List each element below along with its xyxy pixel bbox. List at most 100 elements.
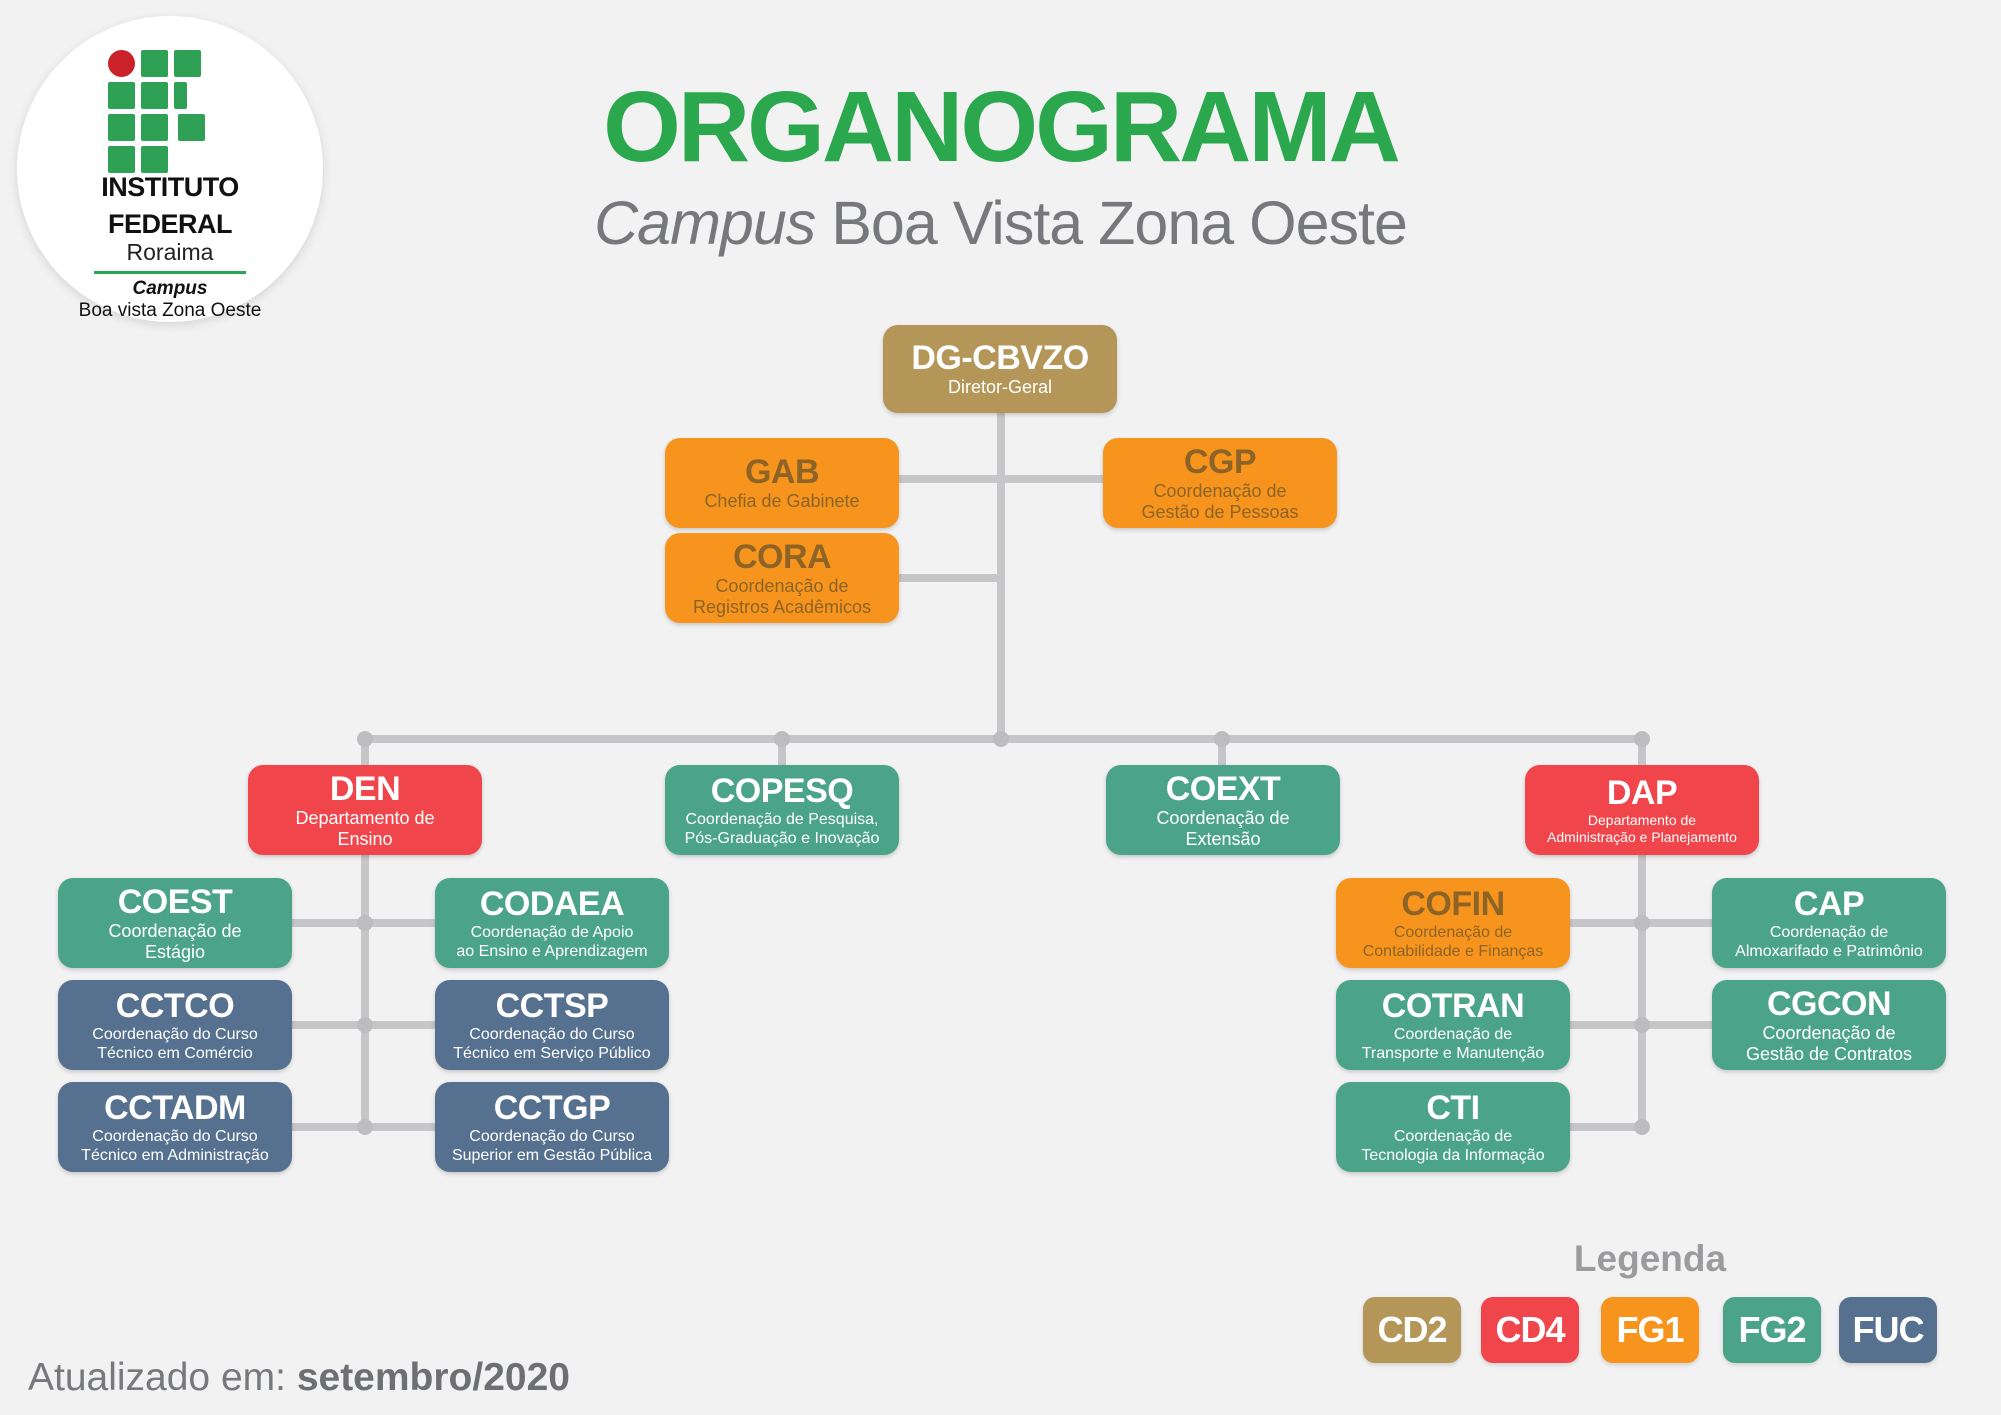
node-copesq: COPESQ Coordenação de Pesquisa, Pós-Grad… bbox=[665, 765, 899, 855]
node-code: CTI bbox=[1426, 1088, 1480, 1127]
legend-chip-fg2: FG2 bbox=[1723, 1297, 1821, 1363]
node-title: Coordenação de Almoxarifado e Patrimônio bbox=[1735, 923, 1923, 960]
updated-at-value: setembro/2020 bbox=[296, 1356, 570, 1399]
junction-dot bbox=[774, 731, 790, 747]
node-code: DEN bbox=[329, 769, 401, 808]
node-title: Coordenação de Estágio bbox=[108, 920, 242, 962]
junction-dot bbox=[1634, 1119, 1650, 1135]
node-cgcon: CGCON Coordenação de Gestão de Contratos bbox=[1712, 980, 1946, 1070]
node-den: DEN Departamento de Ensino bbox=[248, 765, 482, 855]
legend-chip-cd2: CD2 bbox=[1363, 1297, 1461, 1363]
node-title: Coordenação do Curso Técnico em Serviço … bbox=[453, 1025, 651, 1062]
connector-drop-den bbox=[361, 739, 369, 765]
node-title: Coordenação de Registros Acadêmicos bbox=[692, 575, 872, 617]
node-cofin: COFIN Coordenação de Contabilidade e Fin… bbox=[1336, 878, 1570, 968]
junction-dot bbox=[357, 1017, 373, 1033]
node-code: CCTSP bbox=[495, 986, 609, 1025]
junction-dot bbox=[357, 731, 373, 747]
node-code: CODAEA bbox=[479, 884, 625, 923]
page-title: ORGANOGRAMA bbox=[603, 71, 1401, 183]
node-code: CCTGP bbox=[493, 1088, 611, 1127]
node-title: Departamento de Ensino bbox=[295, 807, 435, 849]
node-code: CCTCO bbox=[115, 986, 235, 1025]
node-code: DG-CBVZO bbox=[911, 339, 1089, 377]
node-title: Diretor-Geral bbox=[947, 377, 1053, 397]
junction-dot bbox=[357, 1119, 373, 1135]
node-code: DAP bbox=[1606, 773, 1678, 812]
connector-dap-row3 bbox=[1570, 1123, 1646, 1131]
node-cctadm: CCTADM Coordenação do Curso Técnico em A… bbox=[58, 1082, 292, 1172]
node-code: GAB bbox=[744, 453, 820, 491]
node-code: COTRAN bbox=[1381, 986, 1525, 1025]
node-code: CGP bbox=[1183, 442, 1257, 481]
node-code: CAP bbox=[1793, 884, 1865, 923]
subtitle-rest: Boa Vista Zona Oeste bbox=[815, 189, 1408, 257]
node-cotran: COTRAN Coordenação de Transporte e Manut… bbox=[1336, 980, 1570, 1070]
node-title: Coordenação do Curso Técnico em Comércio bbox=[92, 1025, 258, 1062]
legend-title: Legenda bbox=[1573, 1238, 1727, 1279]
legend-chip-fuc: FUC bbox=[1839, 1297, 1937, 1363]
connector-den-branch bbox=[361, 855, 369, 1127]
node-code: CGCON bbox=[1766, 984, 1892, 1023]
junction-dot bbox=[1634, 1017, 1650, 1033]
junction-dot bbox=[1214, 731, 1230, 747]
node-cgp: CGP Coordenação de Gestão de Pessoas bbox=[1103, 438, 1337, 528]
junction-dot bbox=[993, 731, 1009, 747]
page-subtitle: Campus Boa Vista Zona Oeste bbox=[0, 188, 2001, 258]
junction-dot bbox=[1634, 915, 1650, 931]
logo-institute-line2: FEDERAL bbox=[108, 209, 233, 240]
node-title: Coordenação de Gestão de Pessoas bbox=[1141, 480, 1299, 522]
node-code: COEXT bbox=[1165, 769, 1281, 808]
connector-cora bbox=[899, 574, 1003, 582]
node-code: COEST bbox=[117, 882, 233, 921]
legend-chip-fg1: FG1 bbox=[1601, 1297, 1699, 1363]
node-code: CORA bbox=[732, 537, 832, 576]
node-title: Coordenação de Pesquisa, Pós-Graduação e… bbox=[684, 810, 880, 847]
node-cctgp: CCTGP Coordenação do Curso Superior em G… bbox=[435, 1082, 669, 1172]
node-title: Coordenação de Apoio ao Ensino e Aprendi… bbox=[456, 923, 648, 960]
node-title: Departamento de Administração e Planejam… bbox=[1547, 811, 1737, 845]
node-dg-cbvzo: DG-CBVZO Diretor-Geral bbox=[883, 325, 1117, 413]
node-codaea: CODAEA Coordenação de Apoio ao Ensino e … bbox=[435, 878, 669, 968]
subtitle-campus-italic: Campus bbox=[594, 189, 816, 257]
node-title: Coordenação do Curso Técnico em Administ… bbox=[81, 1127, 269, 1164]
logo-campus-name: Boa vista Zona Oeste bbox=[78, 300, 262, 321]
node-cora: CORA Coordenação de Registros Acadêmicos bbox=[665, 533, 899, 623]
connector-gab bbox=[899, 475, 1003, 483]
connector-drop-dap bbox=[1638, 739, 1646, 765]
node-coext: COEXT Coordenação de Extensão bbox=[1106, 765, 1340, 855]
logo-campus-label: Campus bbox=[132, 278, 208, 299]
node-dap: DAP Departamento de Administração e Plan… bbox=[1525, 765, 1759, 855]
junction-dot bbox=[1634, 731, 1650, 747]
node-cap: CAP Coordenação de Almoxarifado e Patrim… bbox=[1712, 878, 1946, 968]
node-cti: CTI Coordenação de Tecnologia da Informa… bbox=[1336, 1082, 1570, 1172]
node-title: Chefia de Gabinete bbox=[704, 491, 860, 511]
node-title: Coordenação de Gestão de Contratos bbox=[1745, 1022, 1913, 1064]
node-title: Coordenação de Extensão bbox=[1156, 807, 1290, 849]
ifrr-logo-content: INSTITUTO FEDERAL Roraima Campus Boa vis… bbox=[17, 16, 323, 322]
logo-divider bbox=[94, 271, 246, 274]
node-gab: GAB Chefia de Gabinete bbox=[665, 438, 899, 528]
logo-region: Roraima bbox=[126, 239, 214, 266]
node-code: COFIN bbox=[1401, 884, 1505, 923]
junction-dot bbox=[357, 915, 373, 931]
connector-drop-coext bbox=[1218, 739, 1226, 765]
node-title: Coordenação do Curso Superior em Gestão … bbox=[451, 1127, 653, 1164]
logo-institute-line1: INSTITUTO bbox=[101, 172, 239, 203]
updated-at-label: Atualizado em: bbox=[28, 1356, 297, 1399]
ifrr-logo: INSTITUTO FEDERAL Roraima Campus Boa vis… bbox=[17, 16, 323, 322]
connector-drop-copesq bbox=[778, 739, 786, 765]
node-title: Coordenação de Tecnologia da Informação bbox=[1361, 1127, 1545, 1164]
node-cctco: CCTCO Coordenação do Curso Técnico em Co… bbox=[58, 980, 292, 1070]
connector-cgp bbox=[1001, 475, 1103, 483]
node-coest: COEST Coordenação de Estágio bbox=[58, 878, 292, 968]
node-title: Coordenação de Contabilidade e Finanças bbox=[1362, 923, 1544, 960]
connector-dap-branch bbox=[1638, 855, 1646, 1127]
node-code: CCTADM bbox=[104, 1088, 246, 1127]
node-code: COPESQ bbox=[710, 771, 854, 810]
legend-chip-cd4: CD4 bbox=[1481, 1297, 1579, 1363]
updated-at: Atualizado em: setembro/2020 bbox=[28, 1356, 570, 1400]
node-title: Coordenação de Transporte e Manutenção bbox=[1361, 1025, 1545, 1062]
node-cctsp: CCTSP Coordenação do Curso Técnico em Se… bbox=[435, 980, 669, 1070]
